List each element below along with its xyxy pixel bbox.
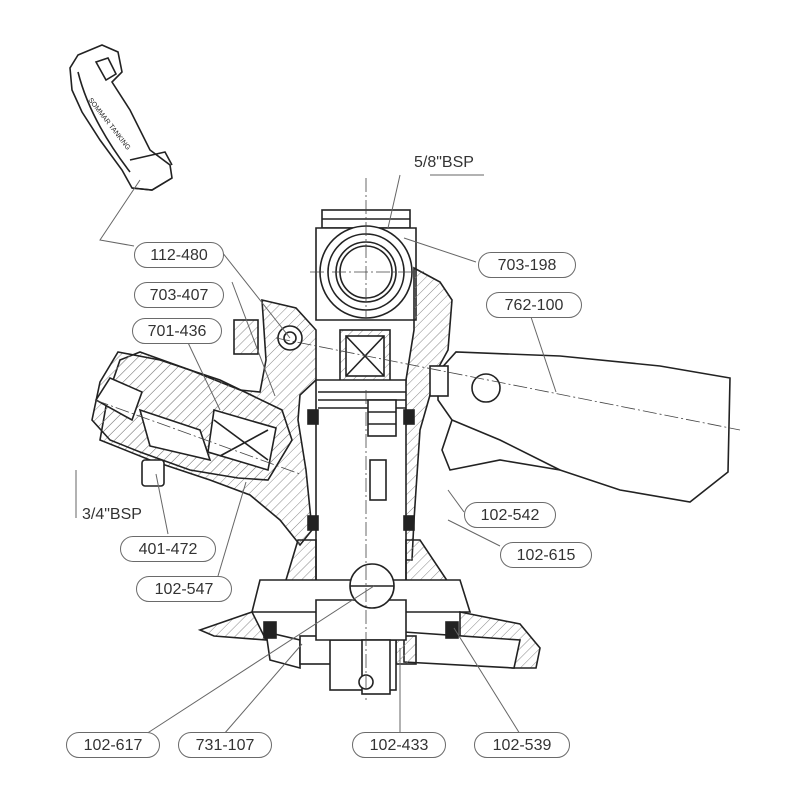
part-label-703-407: 703-407: [134, 282, 224, 308]
part-label-762-100: 762-100: [486, 292, 582, 318]
leader-lines: [75, 174, 557, 735]
thread-label-left: 3/4"BSP: [82, 506, 142, 523]
part-label-102-547: 102-547: [136, 576, 232, 602]
part-label-731-107: 731-107: [178, 732, 272, 758]
part-label-102-539: 102-539: [474, 732, 570, 758]
part-label-102-542: 102-542: [464, 502, 556, 528]
part-label-102-433: 102-433: [352, 732, 446, 758]
thread-label-top: 5/8"BSP: [414, 154, 474, 171]
side-inlet: [91, 319, 303, 487]
part-label-703-198: 703-198: [478, 252, 576, 278]
handle-detail: SOMMAR TANKING: [69, 44, 173, 191]
base-body: [197, 539, 541, 695]
part-label-701-436: 701-436: [132, 318, 222, 344]
part-label-112-480: 112-480: [134, 242, 224, 268]
lever-arm: [429, 351, 731, 503]
part-label-102-617: 102-617: [66, 732, 160, 758]
part-label-401-472: 401-472: [120, 536, 216, 562]
part-label-102-615: 102-615: [500, 542, 592, 568]
centre-lines: [94, 178, 741, 700]
